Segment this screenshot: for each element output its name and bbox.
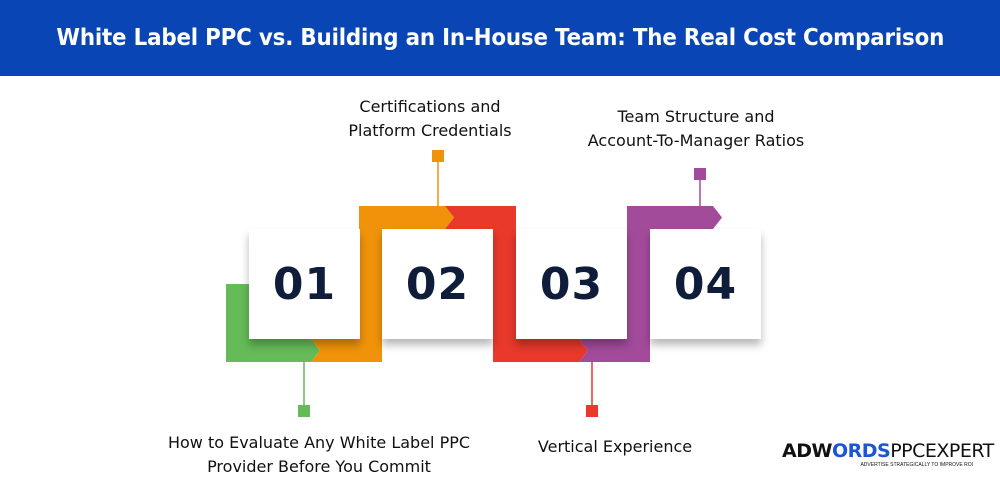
step-3-label-line1: Vertical Experience xyxy=(537,437,693,456)
logo-text-1: ADW xyxy=(782,440,832,462)
step-4-label: Team Structure and Account-To-Manager Ra… xyxy=(565,105,827,153)
step-4-label-line1: Team Structure and xyxy=(617,107,775,126)
step-1-label: How to Evaluate Any White Label PPC Prov… xyxy=(158,431,480,479)
step-1-card: 01 xyxy=(249,229,360,339)
logo-text-2: RDS xyxy=(847,440,891,462)
connector-step-3 xyxy=(586,362,598,417)
step-3-number: 03 xyxy=(539,258,604,310)
logo-wordmark: ADWORDSPPCEXPERT xyxy=(782,440,994,462)
connector-step-2 xyxy=(432,150,444,206)
connector-step-4 xyxy=(694,168,706,206)
logo-tagline: ADVERTISE STRATEGICALLY TO IMPROVE ROI xyxy=(860,462,973,468)
step-1-ribbon xyxy=(226,284,320,362)
step-3-label: Vertical Experience xyxy=(520,435,710,459)
logo-text-3: PPCEXPERT xyxy=(890,440,994,462)
brand-logo: ADWORDSPPCEXPERT ADVERTISE STRATEGICALLY… xyxy=(782,440,994,470)
header-banner: White Label PPC vs. Building an In-House… xyxy=(0,0,1000,76)
step-1-label-line2: Provider Before You Commit xyxy=(207,457,431,476)
step-2-label-line2: Platform Credentials xyxy=(348,121,512,140)
step-2-ribbon xyxy=(311,206,454,362)
step-1-label-line1: How to Evaluate Any White Label PPC xyxy=(167,433,471,452)
step-2-label-line1: Certifications and xyxy=(359,97,501,116)
step-3-card: 03 xyxy=(516,229,627,339)
step-4-label-line2: Account-To-Manager Ratios xyxy=(587,131,805,150)
step-1-number: 01 xyxy=(272,258,337,310)
step-2-card: 02 xyxy=(382,229,493,339)
step-4-card: 04 xyxy=(650,229,761,339)
page-title: White Label PPC vs. Building an In-House… xyxy=(56,25,944,51)
logo-target-icon: O xyxy=(831,440,848,462)
step-4-number: 04 xyxy=(673,258,738,310)
connector-step-1 xyxy=(298,362,310,417)
step-4-ribbon xyxy=(579,206,722,362)
step-2-label: Certifications and Platform Credentials xyxy=(330,95,530,143)
step-2-number: 02 xyxy=(405,258,470,310)
step-3-ribbon xyxy=(445,206,588,362)
